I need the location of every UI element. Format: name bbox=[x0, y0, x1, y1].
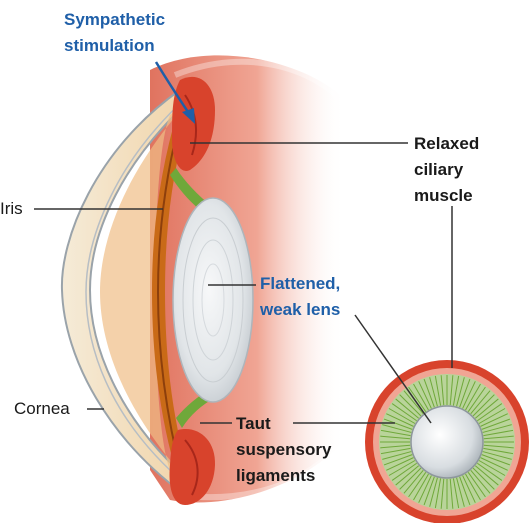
label-sympathetic-line1: Sympathetic bbox=[64, 10, 165, 30]
label-relaxed-line1: Relaxed bbox=[414, 134, 479, 154]
label-iris: Iris bbox=[0, 199, 23, 219]
label-relaxed-line3: muscle bbox=[414, 186, 473, 206]
label-relaxed-line2: ciliary bbox=[414, 160, 463, 180]
front-view-lens bbox=[411, 406, 483, 478]
label-cornea: Cornea bbox=[14, 399, 70, 419]
label-taut-line2: suspensory bbox=[236, 440, 331, 460]
label-flattened-line1: Flattened, bbox=[260, 274, 340, 294]
label-sympathetic-line2: stimulation bbox=[64, 36, 155, 56]
lens bbox=[173, 198, 253, 402]
label-taut-line1: Taut bbox=[236, 414, 271, 434]
label-taut-line3: ligaments bbox=[236, 466, 315, 486]
label-flattened-line2: weak lens bbox=[260, 300, 340, 320]
